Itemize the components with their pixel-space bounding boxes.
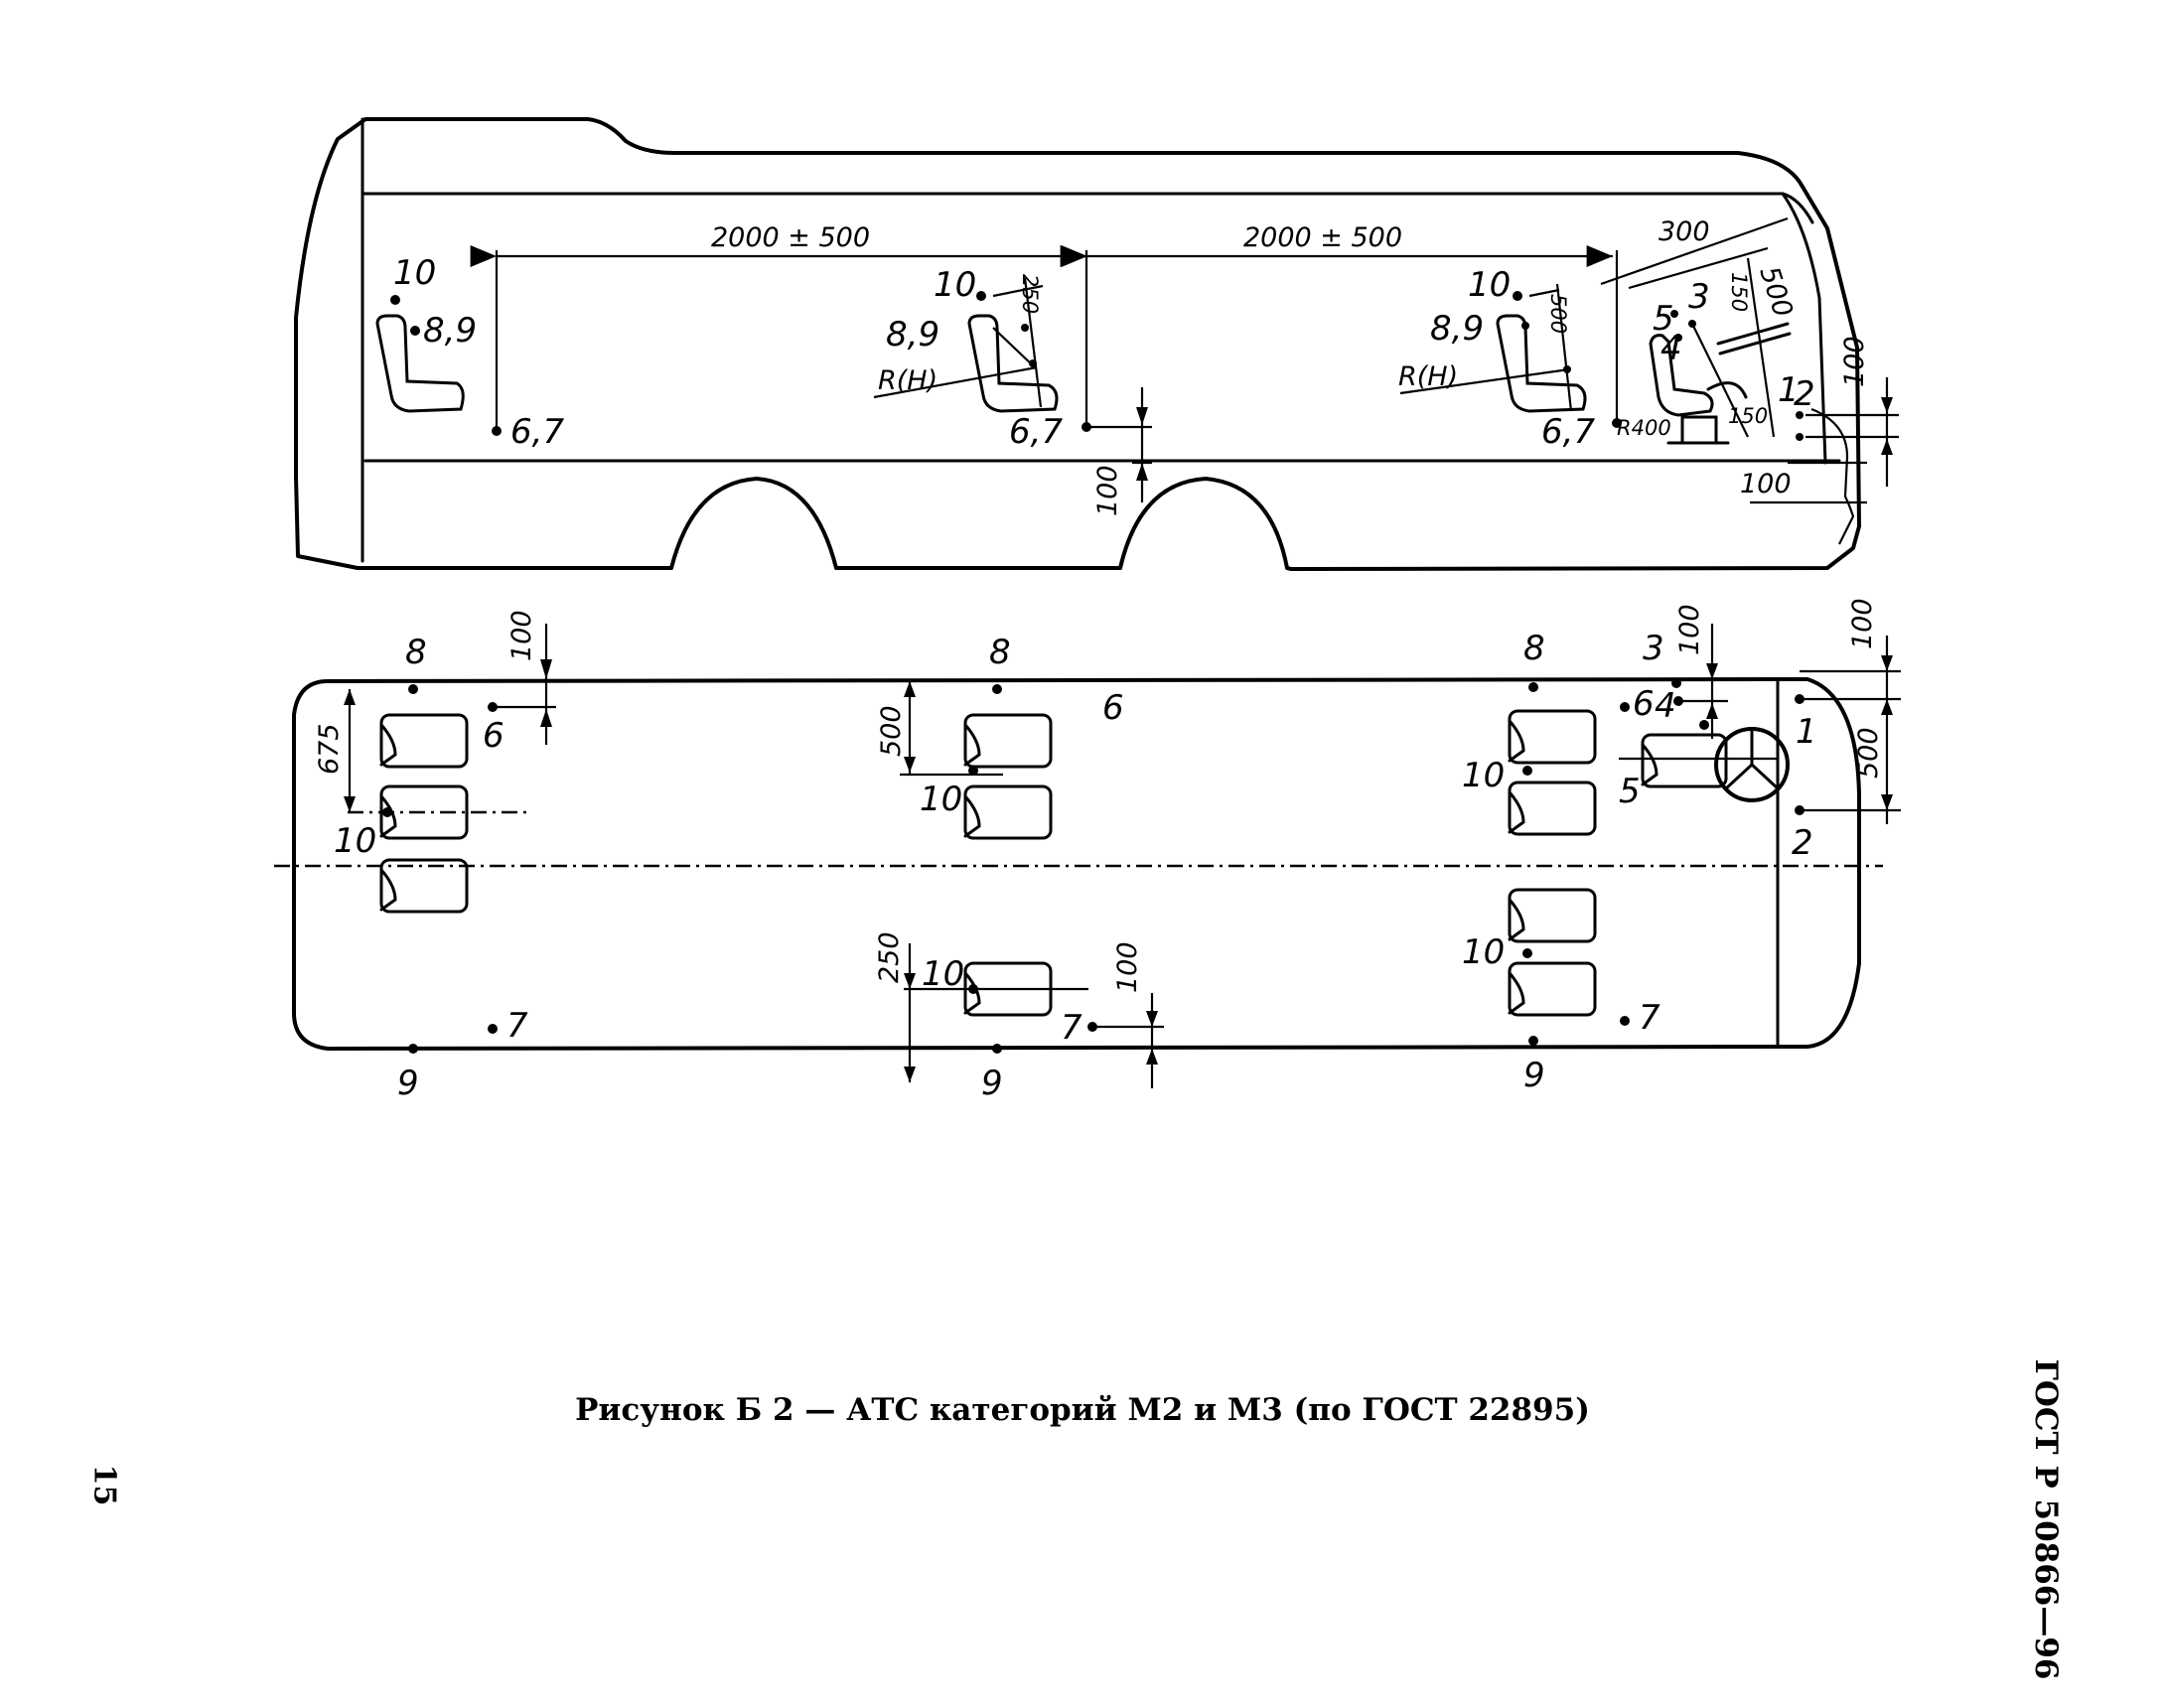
seat1-label-10: 10: [393, 253, 436, 293]
top-label-7b: 7: [1061, 1008, 1082, 1048]
seats-middle-top: 500 250 8 6 10 10 7 9 100: [874, 633, 1164, 1103]
seat3-label-10: 10: [1468, 265, 1511, 305]
windshield-line: [1781, 192, 1827, 465]
seat-1-side: 10 8,9 6,7: [375, 253, 564, 452]
dim-text-r400: R400: [1617, 416, 1671, 440]
seat-3-side: 10 8,9 R(H) 6,7 500: [1398, 265, 1622, 452]
dim-text-500-right: 500: [1853, 727, 1884, 779]
seat3-label-67: 6,7: [1541, 412, 1595, 452]
side-label-1: 1: [1778, 370, 1800, 410]
driver-area-side: 300 150 500 150 R400 5 4 3 1 2: [1600, 216, 1815, 445]
top-label-7a: 7: [506, 1006, 528, 1046]
front-lower-contour: [1810, 407, 1855, 545]
seat2-label-rh: R(H): [878, 365, 938, 396]
top-label-10c: 10: [922, 954, 964, 994]
dim-text-500a: 500: [1546, 294, 1570, 334]
seat2-label-89: 8,9: [886, 315, 939, 355]
top-label-6b: 6: [1102, 688, 1124, 728]
roof-inner-line: [361, 192, 1814, 224]
dim-text-500-left: 500: [876, 705, 907, 757]
dim-text-300: 300: [1659, 216, 1710, 247]
top-label-7c: 7: [1639, 998, 1660, 1038]
dim-text-spacing-1: 2000 ± 500: [711, 222, 870, 253]
top-label-10a: 10: [334, 821, 376, 861]
top-label-8b: 8: [989, 633, 1011, 672]
dim-text-150: 150: [1727, 272, 1751, 312]
seat2-label-10: 10: [934, 265, 976, 305]
dim-text-100-right: 100: [1839, 336, 1870, 387]
top-label-10b: 10: [920, 780, 962, 819]
top-label-8c: 8: [1523, 629, 1545, 668]
dim-spacing-1: 2000 ± 500: [470, 222, 1087, 429]
top-label-9b: 9: [981, 1064, 1003, 1103]
top-label-2: 2: [1792, 823, 1813, 863]
dim-text-100-floor: 100: [1092, 465, 1123, 516]
dim-text-100-c: 100: [1674, 604, 1705, 655]
top-view: 675 8 6 10 7 9 100: [274, 598, 1901, 1103]
dim-text-250: 250: [1018, 274, 1042, 314]
side-view: 10 8,9 6,7 2000 ± 500 10 8,9 R(H) 6,7 25…: [294, 117, 1899, 571]
top-label-5: 5: [1619, 772, 1641, 811]
driver-area-top: 100 3 6 4 5 1 2 100 500: [1619, 598, 1901, 863]
dim-text-100-a: 100: [506, 610, 537, 661]
dim-spacing-2: 2000 ± 500: [1060, 222, 1619, 427]
top-label-9a: 9: [397, 1064, 419, 1103]
seat3-label-rh: R(H): [1398, 361, 1458, 392]
top-label-9c: 9: [1523, 1056, 1545, 1095]
seat2-label-67: 6,7: [1009, 412, 1063, 452]
side-label-4: 4: [1660, 329, 1682, 368]
top-label-8a: 8: [405, 633, 427, 672]
seats-right-top: 8 10 10 7 9: [1462, 629, 1660, 1095]
figure-caption: Рисунок Б 2 — АТС категорий М2 и М3 (по …: [575, 1392, 1590, 1428]
dim-text-spacing-2: 2000 ± 500: [1243, 222, 1402, 253]
seats-left-top: 675 8 6 10 7 9 100: [314, 610, 556, 1103]
side-label-5: 5: [1653, 299, 1674, 339]
dim-text-250: 250: [874, 931, 905, 983]
dim-text-150-driver: 150: [1728, 404, 1768, 428]
top-body-outline: [292, 677, 1861, 1051]
dim-text-100-d: 100: [1847, 598, 1878, 649]
dim-100-right: 100 100: [1740, 336, 1899, 504]
seat3-label-89: 8,9: [1430, 309, 1484, 349]
seat-2-side: 10 8,9 R(H) 6,7 250: [873, 265, 1091, 452]
dim-100-floor: 100: [1084, 250, 1152, 516]
side-label-3: 3: [1688, 277, 1710, 317]
dim-text-500b: 500: [1753, 263, 1798, 322]
top-label-1: 1: [1796, 712, 1817, 752]
top-label-4: 4: [1655, 686, 1676, 726]
bus-body-outline: [294, 117, 1861, 571]
top-label-10e: 10: [1462, 932, 1505, 972]
top-label-10d: 10: [1462, 756, 1505, 795]
seat1-label-67: 6,7: [510, 412, 564, 452]
top-label-3: 3: [1643, 629, 1664, 668]
standard-designation: ГОСТ Р 50866—96: [2028, 1358, 2064, 1680]
dim-text-100-b: 100: [1112, 941, 1143, 993]
top-label-6a: 6: [483, 716, 505, 756]
dim-text-100-bottom: 100: [1740, 469, 1792, 499]
seat1-label-89: 8,9: [423, 311, 477, 351]
side-label-2: 2: [1794, 374, 1815, 414]
dim-text-675: 675: [314, 723, 345, 775]
bus-dimension-drawing: 10 8,9 6,7 2000 ± 500 10 8,9 R(H) 6,7 25…: [274, 117, 1901, 1103]
page-number: 15: [86, 1464, 122, 1506]
top-label-6c: 6: [1633, 684, 1655, 724]
